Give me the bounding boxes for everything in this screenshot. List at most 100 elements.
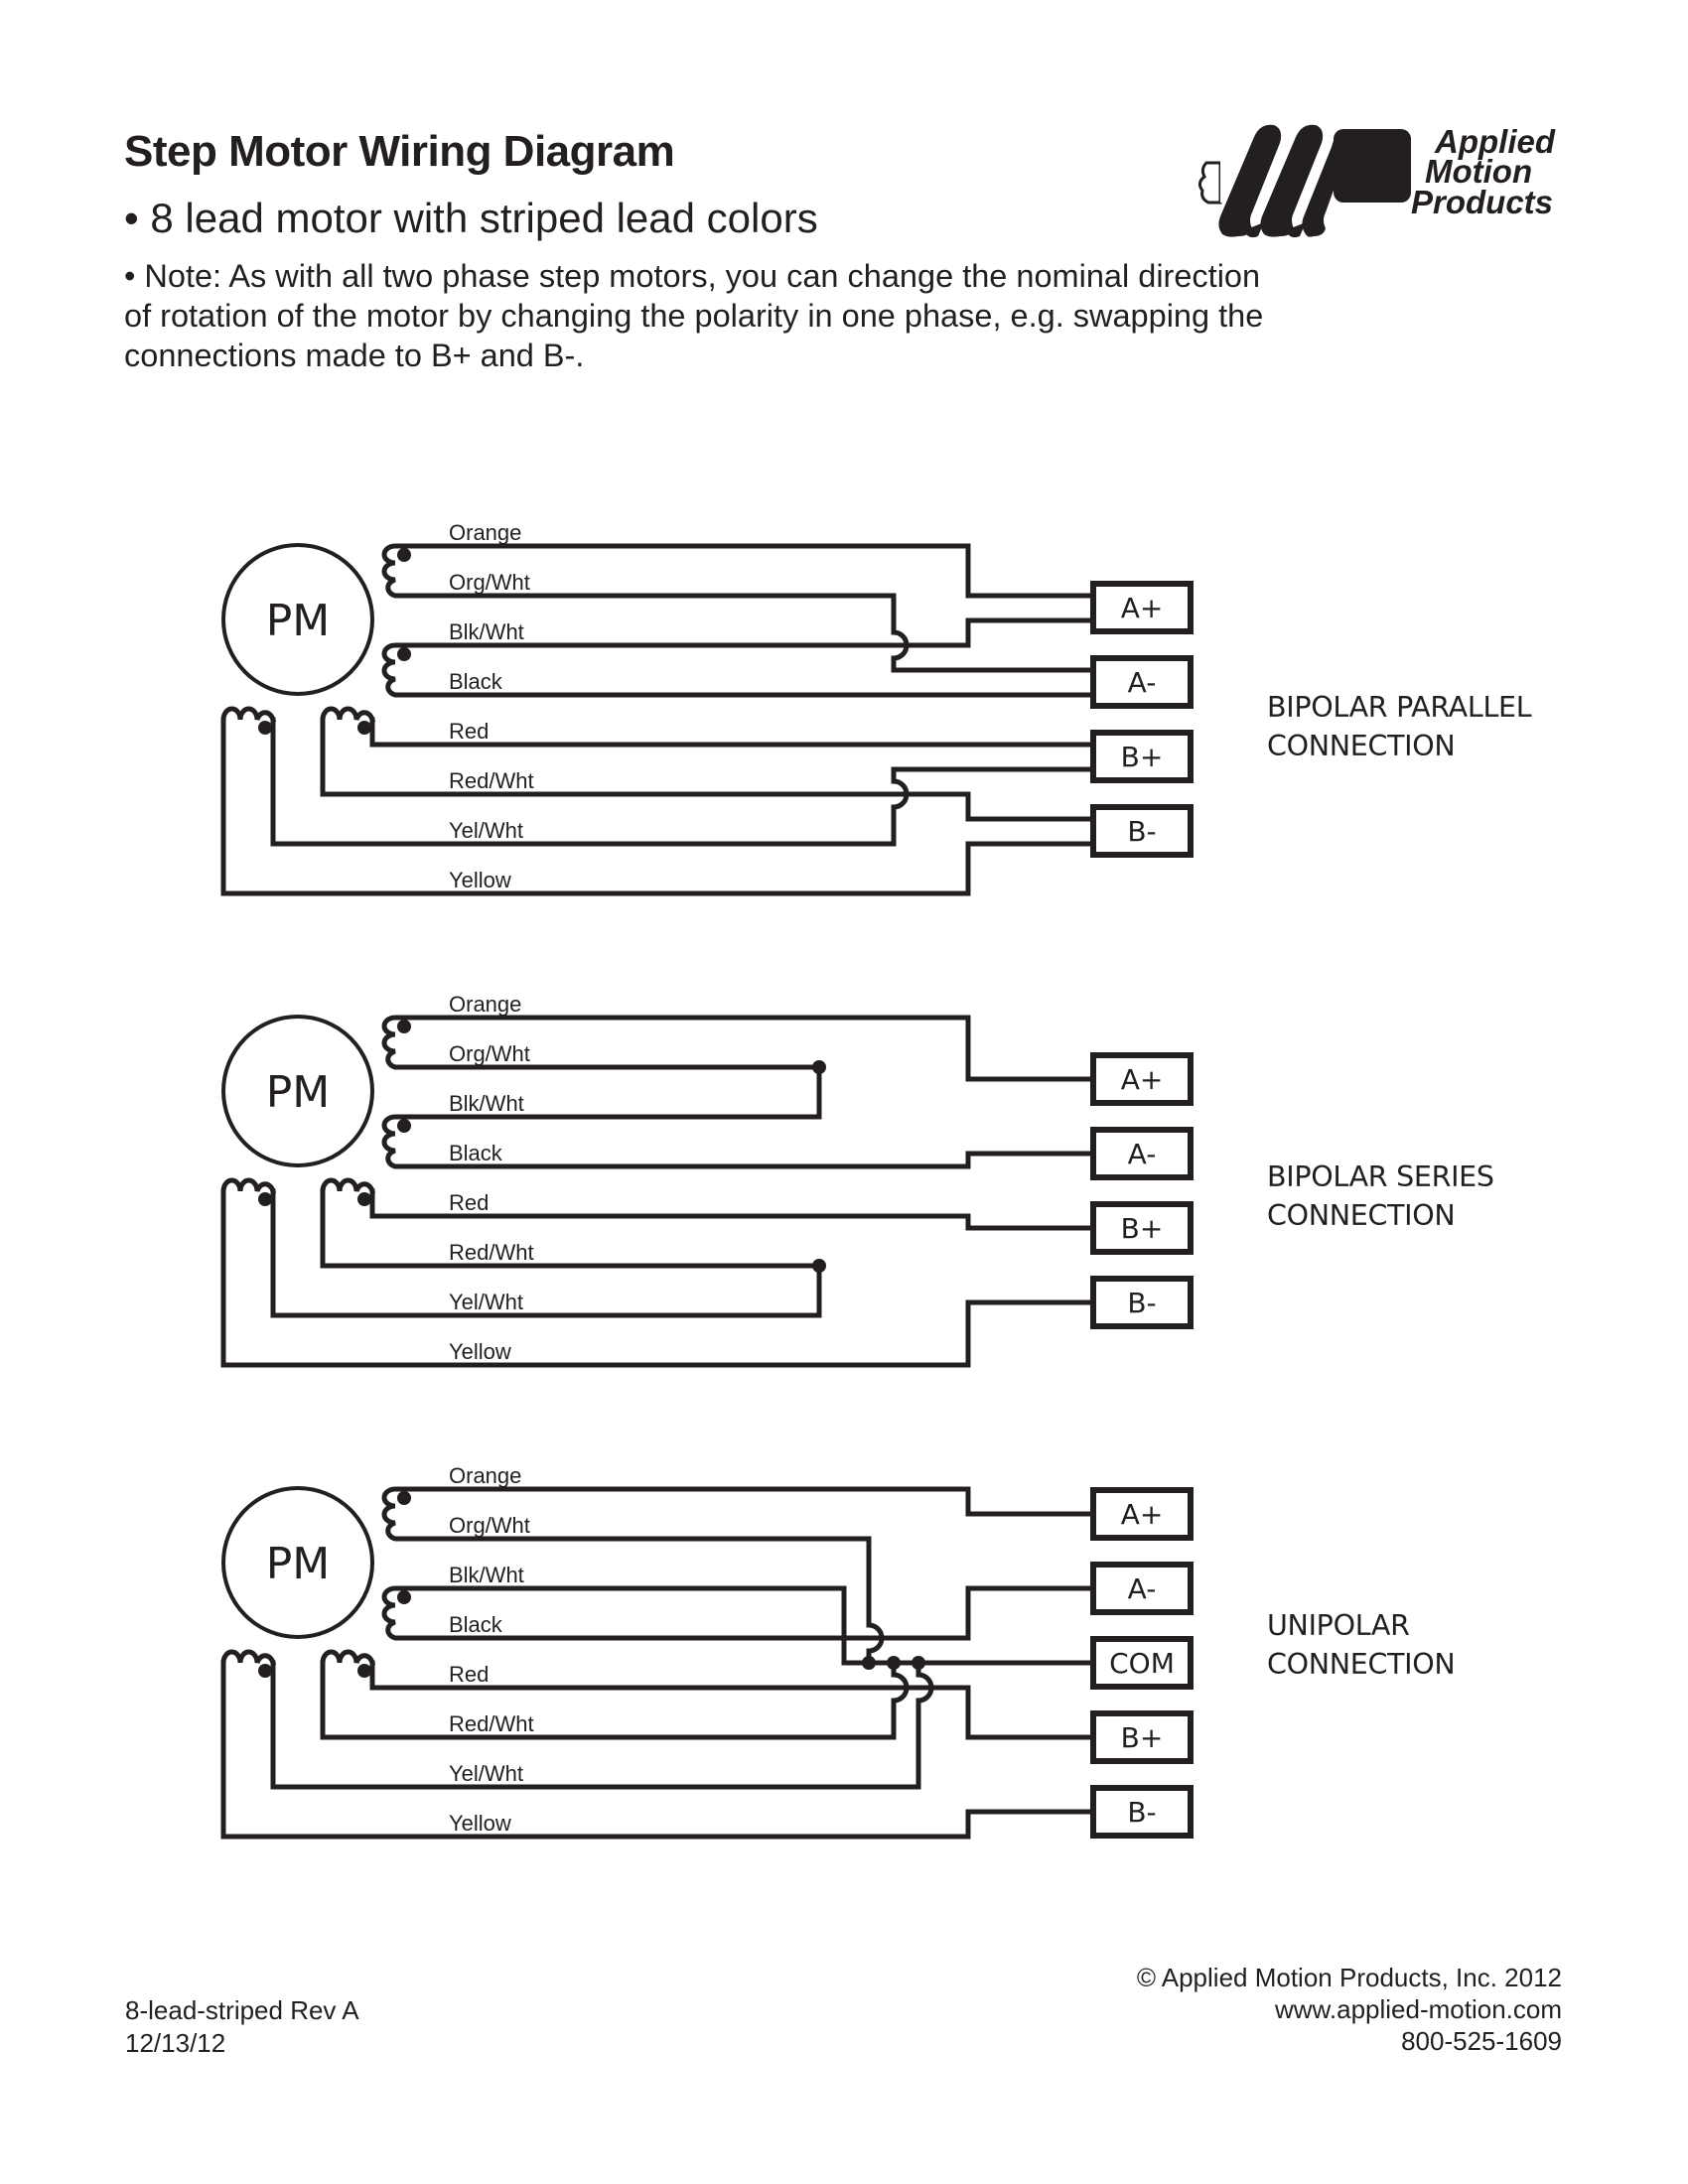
wire-red xyxy=(369,1660,1096,1740)
motor-circle xyxy=(221,543,374,696)
website-link[interactable]: www.applied-motion.com xyxy=(1274,1994,1562,2024)
terminal-label: A- xyxy=(1128,666,1157,699)
wire-black xyxy=(404,1151,1096,1169)
polarity-dot xyxy=(258,1664,272,1678)
wire-red-wht-to-yel-wht xyxy=(320,1188,822,1318)
lead-label: Yellow xyxy=(449,868,511,892)
lead-label: Red/Wht xyxy=(449,1240,534,1265)
wire-red-wht xyxy=(320,717,1096,822)
wire-blk-wht xyxy=(404,617,1096,648)
junction-dot xyxy=(812,1259,826,1273)
copyright-text: © Applied Motion Products, Inc. 2012 xyxy=(1136,1963,1562,1992)
connection-label-line: BIPOLAR PARALLEL xyxy=(1267,691,1532,724)
winding-coil-icon xyxy=(381,1585,410,1641)
page-title: Step Motor Wiring Diagram xyxy=(124,127,675,176)
lead-label: Blk/Wht xyxy=(449,619,524,644)
polarity-dot xyxy=(357,1192,371,1206)
terminal-box xyxy=(1090,1201,1194,1255)
connection-label-line: CONNECTION xyxy=(1267,730,1456,762)
company-contact: © Applied Motion Products, Inc. 2012 www… xyxy=(1137,1962,1562,2057)
wire-red xyxy=(369,1188,1096,1231)
wire-yel-wht xyxy=(270,717,1096,847)
terminal-label: COM xyxy=(1109,1647,1175,1680)
logo-text-products: Products xyxy=(1411,184,1553,220)
bipolar-parallel-connection-label: BIPOLAR PARALLEL CONNECTION xyxy=(1267,688,1532,765)
lead-label: Yellow xyxy=(449,1811,511,1836)
terminal-label: B+ xyxy=(1121,1721,1164,1754)
terminal-box xyxy=(1090,1636,1194,1690)
terminal-box xyxy=(1090,1710,1194,1764)
terminal-label: A+ xyxy=(1121,1498,1164,1531)
polarity-dot xyxy=(258,1192,272,1206)
terminal-box xyxy=(1090,581,1194,634)
terminal-label: A+ xyxy=(1121,1063,1164,1096)
polarity-dot xyxy=(397,1491,411,1505)
unipolar-connection-label: UNIPOLAR CONNECTION xyxy=(1267,1606,1456,1684)
polarity-dot xyxy=(357,1664,371,1678)
terminal-label: B+ xyxy=(1121,1212,1164,1245)
wire-yellow xyxy=(220,1188,1096,1368)
junction-dot xyxy=(862,1656,876,1670)
connection-label-line: CONNECTION xyxy=(1267,1199,1456,1232)
note-line: • Note: As with all two phase step motor… xyxy=(124,258,1261,294)
lead-label: Org/Wht xyxy=(449,1513,530,1538)
polarity-dot xyxy=(397,1020,411,1033)
lead-label: Orange xyxy=(449,992,521,1017)
lead-label: Red/Wht xyxy=(449,1711,534,1736)
wire-red xyxy=(369,717,1096,748)
terminal-label: B+ xyxy=(1121,741,1164,773)
terminal-label: B- xyxy=(1127,1287,1156,1319)
motor-circle xyxy=(221,1015,374,1167)
wire-org-wht-to-blk-wht xyxy=(404,1064,822,1120)
terminal-box xyxy=(1090,655,1194,709)
terminal-box xyxy=(1090,1785,1194,1839)
lead-label: Black xyxy=(449,1612,503,1637)
lead-label: Black xyxy=(449,1141,503,1165)
terminal-label: A- xyxy=(1128,1138,1157,1170)
lead-label: Yel/Wht xyxy=(449,1761,523,1786)
lead-label: Yel/Wht xyxy=(449,818,523,843)
terminal-box xyxy=(1090,804,1194,858)
terminal-box xyxy=(1090,1276,1194,1329)
logo-text-motion: Motion xyxy=(1425,153,1532,190)
lead-label: Red xyxy=(449,1662,489,1687)
motor-label: PM xyxy=(266,596,331,646)
lead-label: Yel/Wht xyxy=(449,1290,523,1314)
junction-dot xyxy=(887,1656,901,1670)
motor-label: PM xyxy=(266,1539,331,1589)
document-date: 12/13/12 xyxy=(125,2028,226,2058)
polarity-dot xyxy=(397,1119,411,1133)
terminal-label: B- xyxy=(1127,815,1156,848)
logo-text-applied: Applied xyxy=(1434,123,1556,160)
bipolar-series-connection-label: BIPOLAR SERIES CONNECTION xyxy=(1267,1158,1494,1235)
lead-label: Red xyxy=(449,719,489,744)
wire-orange xyxy=(404,1486,1096,1517)
connection-label-line: UNIPOLAR xyxy=(1267,1609,1410,1642)
lead-label: Red/Wht xyxy=(449,768,534,793)
lead-label: Yellow xyxy=(449,1339,511,1364)
terminal-label: A- xyxy=(1128,1572,1157,1605)
motor-coil-logo-icon xyxy=(1197,124,1411,238)
connection-label-line: BIPOLAR SERIES xyxy=(1267,1160,1494,1193)
winding-coil-icon xyxy=(381,1486,410,1542)
polarity-dot xyxy=(397,647,411,661)
wire-yel-wht xyxy=(270,1660,934,1790)
wire-yellow xyxy=(220,717,1096,896)
bipolar-parallel-diagram: PMOrangeOrg/WhtBlk/WhtBlackRedRed/WhtYel… xyxy=(220,520,1194,896)
winding-coil-icon xyxy=(220,1177,277,1195)
page-subtitle: • 8 lead motor with striped lead colors xyxy=(124,195,818,241)
polarity-dot xyxy=(397,1590,411,1604)
wire-black xyxy=(404,1585,1096,1641)
lead-label: Black xyxy=(449,669,503,694)
bipolar-series-diagram: PMOrangeOrg/WhtBlk/WhtBlackRedRed/WhtYel… xyxy=(220,992,1194,1368)
winding-coil-icon xyxy=(220,1649,277,1667)
document-id: 8-lead-striped Rev A xyxy=(125,1995,359,2025)
junction-dot xyxy=(912,1656,925,1670)
connection-label-line: CONNECTION xyxy=(1267,1648,1456,1681)
note-paragraph: • Note: As with all two phase step motor… xyxy=(124,256,1316,375)
terminal-label: A+ xyxy=(1121,592,1164,624)
terminal-box xyxy=(1090,1127,1194,1180)
motor-circle xyxy=(221,1486,374,1639)
wire-orange xyxy=(404,1015,1096,1082)
